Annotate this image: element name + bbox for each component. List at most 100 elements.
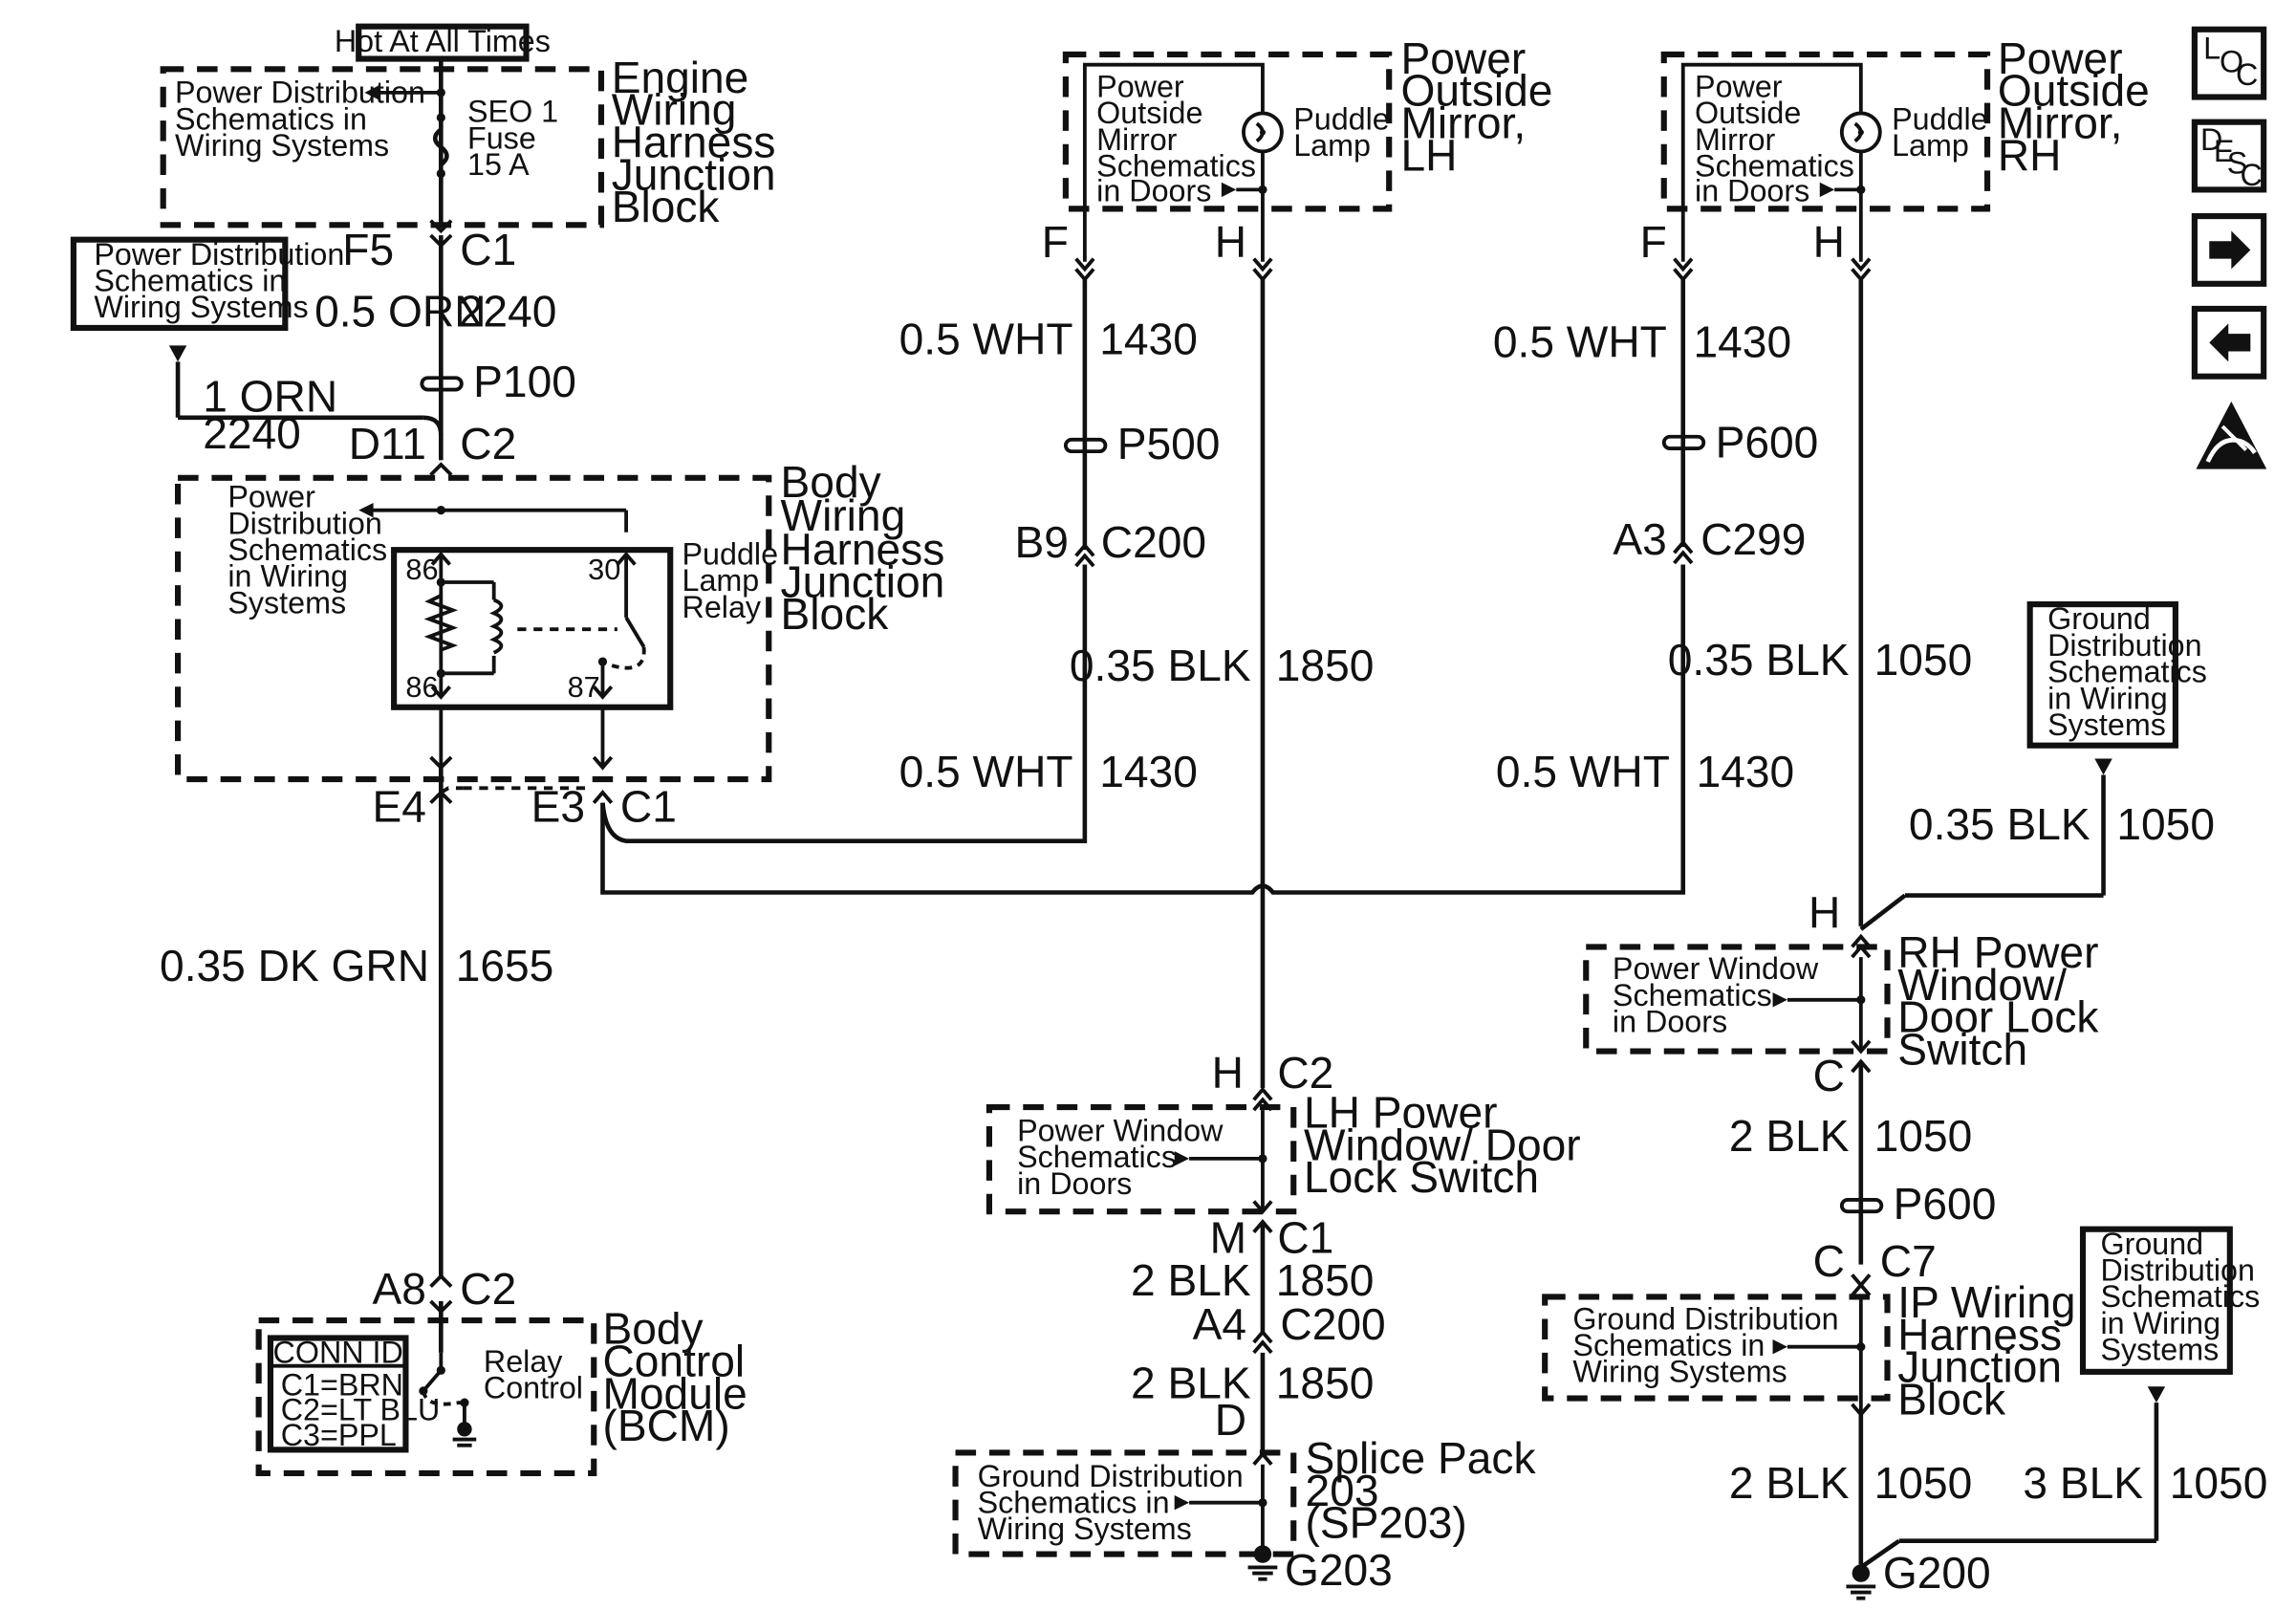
- circuit-1850-lh: 1850: [1276, 641, 1375, 690]
- pin-m: M: [1210, 1212, 1246, 1262]
- svg-text:Puddle: Puddle: [1293, 101, 1390, 136]
- ground-g200-label: G200: [1883, 1548, 1991, 1598]
- wire-gauge-0-5-orn: 0.5 ORN: [314, 286, 486, 336]
- svg-text:Schematics: Schematics: [2047, 655, 2207, 689]
- conn-id-header: CONN ID: [273, 1336, 403, 1370]
- svg-text:Control: Control: [602, 1336, 745, 1385]
- svg-text:Splice Pack: Splice Pack: [1306, 1433, 1537, 1483]
- svg-text:Puddle: Puddle: [1892, 101, 1988, 136]
- connector-c1: C1: [460, 225, 516, 274]
- connector-c299: C299: [1700, 514, 1806, 564]
- splice-p100-label: P100: [473, 357, 576, 406]
- svg-text:Mirror,: Mirror,: [1998, 98, 2123, 148]
- connector-c200a: C200: [1101, 517, 1206, 567]
- svg-text:Switch: Switch: [1897, 1024, 2027, 1074]
- pin-a8: A8: [373, 1264, 426, 1314]
- pin-c-ip: C: [1813, 1236, 1845, 1286]
- wire-gauge-1-orn: 1 ORN: [203, 372, 337, 422]
- svg-text:Schematics: Schematics: [1695, 149, 1854, 184]
- pin-d11: D11: [349, 419, 426, 468]
- splice-p600-label-b: P600: [1894, 1179, 1997, 1229]
- mirror-rh-wires: [1661, 257, 1872, 926]
- rh-switch-lower-wire: [1839, 1058, 1884, 1265]
- svg-text:Mirror: Mirror: [1096, 122, 1178, 157]
- left-connector-chevrons: [429, 219, 453, 1315]
- svg-text:S: S: [2227, 145, 2248, 180]
- wire-gauge-wht2-rh: 0.5 WHT: [1496, 747, 1670, 796]
- svg-text:Harness: Harness: [781, 525, 945, 575]
- circuit-2240b: 2240: [203, 408, 301, 458]
- pin-f-rh: F: [1640, 217, 1667, 267]
- svg-text:Schematics: Schematics: [1096, 149, 1256, 184]
- connector-c200b: C200: [1280, 1299, 1385, 1349]
- svg-text:Door Lock: Door Lock: [1897, 992, 2099, 1042]
- lh-lower-wire: [1252, 1219, 1273, 1453]
- svg-text:in Doors: in Doors: [1613, 1005, 1727, 1039]
- conn-row-c1: C1=BRN: [281, 1367, 403, 1402]
- svg-text:Junction: Junction: [1897, 1342, 2062, 1392]
- wire-gauge-blk-rh: 0.35 BLK: [1668, 635, 1850, 685]
- mirror-lh-block: Power Outside Mirror Schematics in Doors…: [1062, 33, 1552, 262]
- pin-h-rh: H: [1813, 217, 1845, 267]
- svg-text:Engine: Engine: [612, 53, 749, 102]
- pin-h-rh-switch: H: [1809, 887, 1840, 937]
- svg-text:Puddle: Puddle: [682, 537, 779, 572]
- svg-text:(SP203): (SP203): [1306, 1498, 1467, 1548]
- conn-row-c2: C2=LT BLU: [281, 1393, 441, 1427]
- svg-text:Ground: Ground: [2100, 1227, 2203, 1261]
- rh-window-switch: Power Window Schematics in Doors RH Powe…: [1583, 927, 2099, 1074]
- esd-warning-icon[interactable]: [2196, 401, 2267, 469]
- wire-gauge-dk-grn: 0.35 DK GRN: [160, 941, 429, 990]
- svg-text:15 A: 15 A: [467, 147, 530, 182]
- svg-text:Outside: Outside: [1400, 66, 1552, 116]
- svg-text:Schematics: Schematics: [1017, 1140, 1177, 1174]
- pin-f-lh: F: [1042, 217, 1069, 267]
- svg-text:Module: Module: [602, 1368, 747, 1418]
- left-wire-chain: [175, 58, 444, 1353]
- next-arrow-icon[interactable]: [2191, 212, 2267, 287]
- circuit-1655: 1655: [456, 941, 554, 990]
- connector-c1-lh: C1: [1277, 1212, 1333, 1262]
- loc-button[interactable]: L O C: [2191, 26, 2267, 100]
- svg-text:in Wiring: in Wiring: [227, 559, 348, 594]
- svg-text:SEO 1: SEO 1: [467, 95, 558, 129]
- body-control-module: CONN ID C1=BRN C2=LT BLU C3=PPL Relay Co…: [255, 1304, 747, 1477]
- svg-text:Relay: Relay: [682, 590, 762, 624]
- wire-gauge-wht2-lh: 0.5 WHT: [899, 747, 1073, 796]
- circuit-1430b-lh: 1430: [1099, 747, 1198, 796]
- circuit-1430-rh: 1430: [1694, 317, 1792, 367]
- splice-pack-203: Ground Distribution Schematics in Wiring…: [952, 1433, 1537, 1557]
- svg-text:Junction: Junction: [612, 149, 776, 199]
- circuit-2240: 2240: [459, 286, 557, 336]
- svg-text:Wiring Systems: Wiring Systems: [175, 128, 389, 163]
- circuit-1050-rh: 1050: [1874, 635, 1973, 685]
- svg-text:Outside: Outside: [1695, 96, 1801, 130]
- desc-button[interactable]: D E S C: [2191, 119, 2267, 193]
- svg-text:Power Window: Power Window: [1017, 1113, 1224, 1147]
- svg-text:L: L: [2203, 32, 2220, 66]
- svg-text:Outside: Outside: [1998, 66, 2150, 116]
- svg-text:Mirror,: Mirror,: [1400, 98, 1526, 148]
- connector-c2-lh: C2: [1277, 1048, 1333, 1098]
- circuit-1050-gnd1: 1050: [2116, 799, 2215, 849]
- svg-text:Ground Distribution: Ground Distribution: [1572, 1301, 1838, 1336]
- svg-text:C: C: [2241, 158, 2263, 192]
- wire-gauge-2blk-lh2: 2 BLK: [1131, 1359, 1251, 1408]
- svg-text:Schematics in: Schematics in: [1572, 1328, 1765, 1362]
- lamp-rh-icon: [1857, 129, 1864, 136]
- connector-c7: C7: [1880, 1236, 1937, 1286]
- svg-text:Harness: Harness: [1897, 1310, 2062, 1360]
- svg-text:Block: Block: [1897, 1374, 2006, 1424]
- svg-text:Window/: Window/: [1897, 960, 2067, 1010]
- svg-text:Fuse: Fuse: [467, 120, 536, 155]
- prev-arrow-icon[interactable]: [2191, 305, 2267, 380]
- pin-86a: 86: [405, 553, 438, 586]
- hot-at-all-times-label: Hot At All Times: [335, 23, 551, 62]
- svg-text:Power Window: Power Window: [1613, 951, 1819, 986]
- svg-text:Systems: Systems: [2100, 1333, 2219, 1367]
- wire-gauge-2blk-ip: 2 BLK: [1729, 1458, 1850, 1508]
- wire-gauge-blk-lh: 0.35 BLK: [1070, 641, 1251, 690]
- mirror-rh-block: Power Outside Mirror Schematics in Doors…: [1660, 33, 2150, 262]
- puddle-lamp-relay: 86 86 30 87: [391, 506, 674, 710]
